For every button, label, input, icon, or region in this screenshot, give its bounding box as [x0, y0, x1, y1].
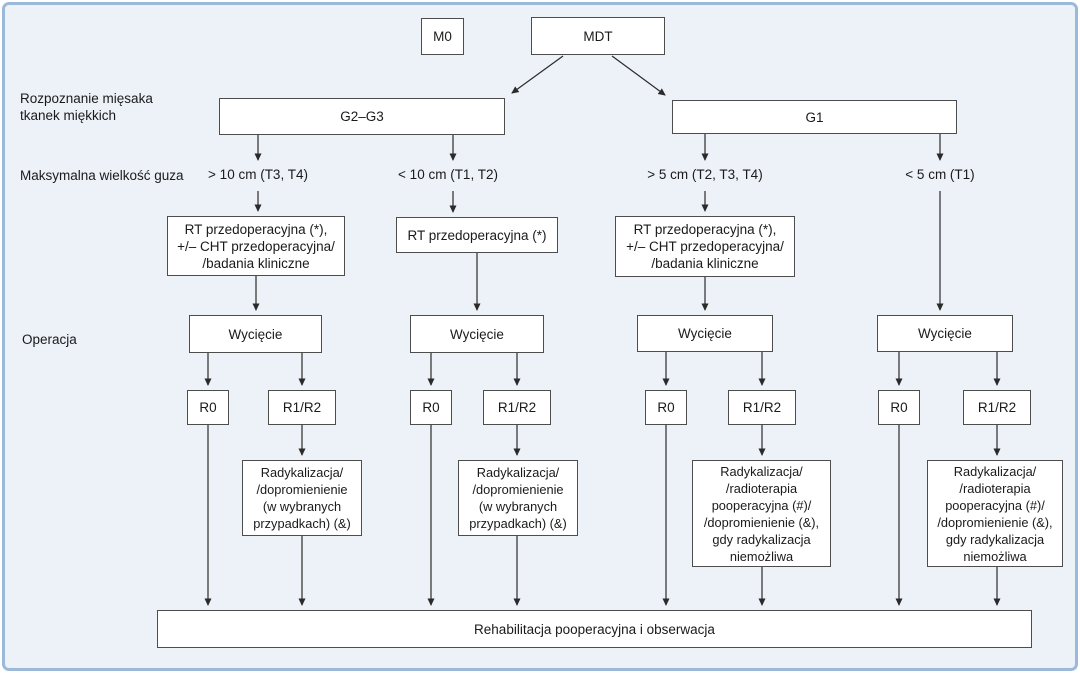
row-label-diagnosis: Rozpoznanie mięsaka tkanek miękkich — [20, 91, 153, 123]
label-size-lt5: < 5 cm (T1) — [905, 167, 975, 182]
label-size-gt5: > 5 cm (T2, T3, T4) — [647, 167, 763, 182]
node-excision-2: Wycięcie — [410, 315, 544, 353]
node-excision-1: Wycięcie — [189, 315, 322, 353]
node-r1-r2-1: R1/R2 — [268, 390, 336, 425]
node-radicalization-postop-1: Radykalizacja/ /radioterapia pooperacyjn… — [692, 460, 831, 567]
node-r1-r2-4: R1/R2 — [963, 390, 1031, 425]
node-r0-4: R0 — [878, 390, 920, 425]
node-r1-r2-3: R1/R2 — [728, 390, 796, 425]
node-rt-cht-preop-2: RT przedoperacyjna (*), +/– CHT przedope… — [615, 216, 795, 277]
node-rt-preop: RT przedoperacyjna (*) — [396, 217, 558, 253]
node-radicalization-selected-1: Radykalizacja/ /dopromienienie (w wybran… — [242, 460, 362, 536]
label-size-lt10: < 10 cm (T1, T2) — [398, 167, 498, 182]
node-g2-g3: G2–G3 — [219, 98, 505, 135]
row-label-tumor-size: Maksymalna wielkość guza — [20, 168, 184, 183]
node-excision-4: Wycięcie — [877, 315, 1013, 352]
node-mdt: MDT — [531, 17, 665, 55]
node-excision-3: Wycięcie — [637, 315, 773, 352]
node-rehabilitation-bar: Rehabilitacja pooperacyjna i obserwacja — [157, 610, 1032, 648]
node-radicalization-postop-2: Radykalizacja/ /radioterapia pooperacyjn… — [927, 460, 1063, 567]
node-r1-r2-2: R1/R2 — [483, 390, 551, 425]
node-g1: G1 — [672, 100, 957, 134]
node-r0-3: R0 — [645, 390, 687, 425]
label-size-gt10: > 10 cm (T3, T4) — [208, 167, 308, 182]
node-radicalization-selected-2: Radykalizacja/ /dopromienienie (w wybran… — [458, 460, 578, 536]
node-r0-1: R0 — [187, 390, 229, 425]
node-rt-cht-preop-1: RT przedoperacyjna (*), +/– CHT przedope… — [167, 216, 345, 276]
node-r0-2: R0 — [410, 390, 452, 425]
node-m0: M0 — [421, 18, 464, 55]
row-label-operation: Operacja — [22, 332, 77, 347]
